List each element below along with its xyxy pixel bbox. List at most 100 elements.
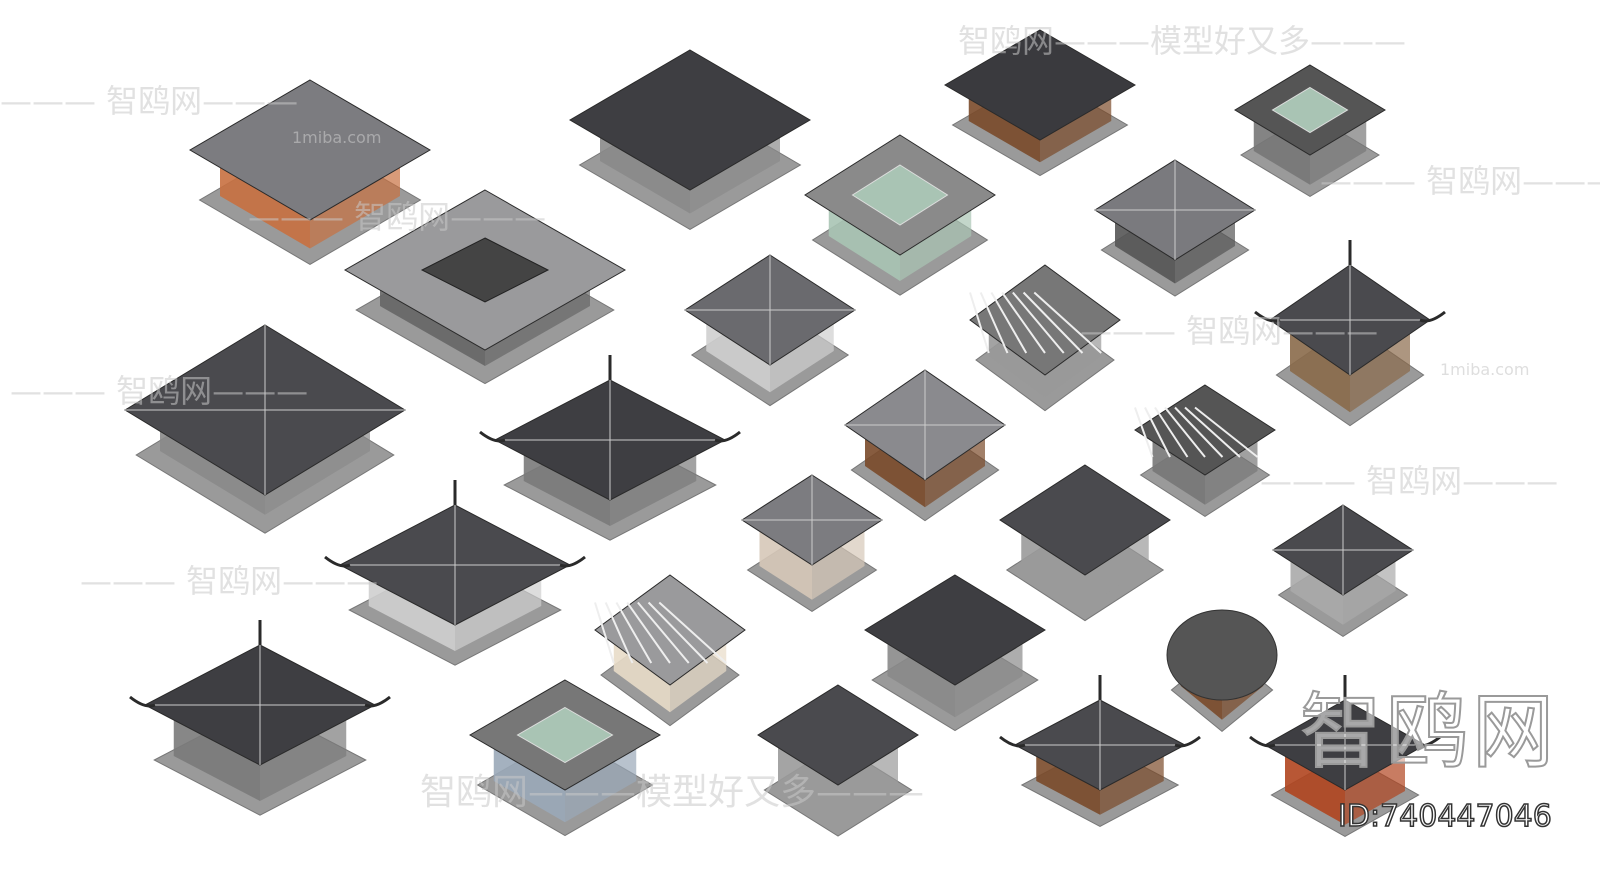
pavilion-model-tiled bbox=[1249, 675, 1441, 837]
pavilion-model-hip bbox=[124, 324, 406, 534]
watermark-text: ——— 智鸥网——— bbox=[0, 82, 299, 120]
pavilion-roof bbox=[594, 574, 746, 686]
pavilion-wall bbox=[565, 739, 637, 823]
pavilion-wall bbox=[1285, 749, 1345, 825]
pavilion-wall bbox=[1100, 749, 1164, 815]
pergola-beam bbox=[1012, 291, 1065, 354]
upturned-eave bbox=[324, 555, 351, 568]
pavilion-wall bbox=[759, 524, 812, 600]
watermark-text: ——— 智鸥网——— bbox=[1080, 312, 1379, 350]
pergola-beam bbox=[1164, 406, 1206, 458]
skylight bbox=[851, 164, 949, 226]
pergola-beam bbox=[1001, 291, 1046, 354]
pavilion-wall bbox=[1253, 114, 1310, 185]
pergola-beam bbox=[594, 602, 615, 664]
pavilion-wall bbox=[778, 739, 838, 824]
upturned-eave bbox=[1419, 310, 1446, 323]
pavilion-model-tiled bbox=[129, 620, 391, 816]
watermark-text: ——— 智鸥网——— bbox=[1260, 462, 1559, 500]
pergola-beam bbox=[1022, 291, 1084, 354]
pavilion-model-flat bbox=[569, 49, 811, 230]
pavilion-model-tiled bbox=[999, 675, 1201, 827]
pavilion-model-pergola bbox=[594, 574, 746, 727]
pavilion-roof bbox=[944, 29, 1136, 141]
watermark-logo-text: 智鸥网 bbox=[1299, 685, 1559, 780]
pavilion-model-flat bbox=[864, 574, 1046, 732]
pavilion-roof bbox=[969, 264, 1121, 376]
pavilion-wall bbox=[1021, 524, 1085, 608]
pavilion-wall bbox=[887, 634, 955, 718]
pavilion-wall bbox=[1205, 434, 1258, 505]
pavilion-model-pergola bbox=[969, 264, 1121, 412]
pavilion-model-tower bbox=[1254, 240, 1446, 427]
pergola-beam bbox=[615, 602, 653, 664]
upturned-eave bbox=[1254, 310, 1281, 323]
pavilion-wall bbox=[1290, 324, 1350, 413]
pavilion-wall bbox=[812, 524, 865, 600]
upturned-eave bbox=[1414, 735, 1441, 748]
pavilion-roof bbox=[1134, 384, 1276, 476]
pergola-beam bbox=[1033, 291, 1102, 354]
courtyard-opening bbox=[420, 237, 550, 303]
skylight bbox=[516, 706, 614, 764]
pavilion-model-flat bbox=[757, 684, 919, 837]
skylight bbox=[1271, 86, 1349, 134]
pavilion-wall bbox=[1036, 749, 1100, 815]
pavilion-wall bbox=[1085, 524, 1149, 608]
pergola-beam bbox=[1144, 407, 1171, 458]
pavilion-model-hip bbox=[1094, 159, 1256, 297]
model-id-label: ID:740447046 bbox=[1337, 799, 1552, 835]
pergola-beam bbox=[1154, 406, 1189, 458]
pavilion-wall bbox=[1290, 554, 1343, 625]
pavilion-roof bbox=[569, 49, 811, 191]
pergola-beam bbox=[979, 292, 1009, 354]
upturned-eave bbox=[1249, 735, 1276, 748]
pavilion-roof bbox=[757, 684, 919, 786]
upturned-eave bbox=[559, 555, 586, 568]
pavilion-wall bbox=[1152, 434, 1205, 505]
pavilion-roof bbox=[864, 574, 1046, 686]
watermark-site: 1miba.com bbox=[292, 128, 382, 147]
pavilion-model-tiled bbox=[324, 480, 586, 666]
pavilion-model-hip bbox=[741, 474, 883, 612]
pavilion-roof bbox=[1166, 609, 1278, 701]
watermark-text: ——— 智鸥网——— bbox=[80, 562, 379, 600]
pavilion-model-hip bbox=[1272, 504, 1414, 637]
pavilion-wall bbox=[955, 634, 1023, 718]
watermark-text: ——— 智鸥网——— bbox=[248, 198, 547, 236]
pergola-beam bbox=[626, 601, 671, 664]
pavilion-model-glass bbox=[1234, 64, 1386, 197]
watermark-text: 智鸥网———模型好又多——— bbox=[420, 772, 925, 813]
pergola-beam bbox=[647, 601, 709, 664]
pavilion-model-dome bbox=[1166, 609, 1278, 733]
pavilion-wall bbox=[1310, 114, 1367, 185]
pavilion-model-hip bbox=[684, 254, 856, 407]
pergola-beam bbox=[990, 292, 1028, 354]
pavilion-wall bbox=[838, 739, 898, 824]
upturned-eave bbox=[129, 695, 156, 708]
pavilion-wall bbox=[493, 739, 565, 823]
pavilion-model-glass bbox=[469, 679, 661, 837]
pavilion-roof bbox=[999, 464, 1171, 576]
upturned-eave bbox=[714, 430, 741, 443]
pavilion-model-flat bbox=[999, 464, 1171, 622]
pergola-beam bbox=[1174, 406, 1224, 458]
upturned-eave bbox=[999, 735, 1026, 748]
pavilion-model-flat bbox=[189, 79, 431, 265]
pergola-beam bbox=[1184, 406, 1241, 458]
pergola-beam bbox=[637, 601, 690, 664]
upturned-eave bbox=[1174, 735, 1201, 748]
pavilion-model-glass bbox=[804, 134, 996, 296]
pergola-beam bbox=[1194, 406, 1259, 458]
pavilion-model-flat bbox=[944, 29, 1136, 177]
watermark-text: ——— 智鸥网——— bbox=[10, 372, 309, 410]
pavilion-wall bbox=[1345, 749, 1405, 825]
pavilion-wall bbox=[173, 709, 260, 801]
pavilion-model-pergola bbox=[1134, 384, 1276, 517]
pergola-beam bbox=[604, 602, 634, 664]
pavilion-model-tiled bbox=[479, 355, 741, 541]
pavilion-wall bbox=[260, 709, 347, 801]
pavilion-model-court bbox=[343, 189, 627, 385]
